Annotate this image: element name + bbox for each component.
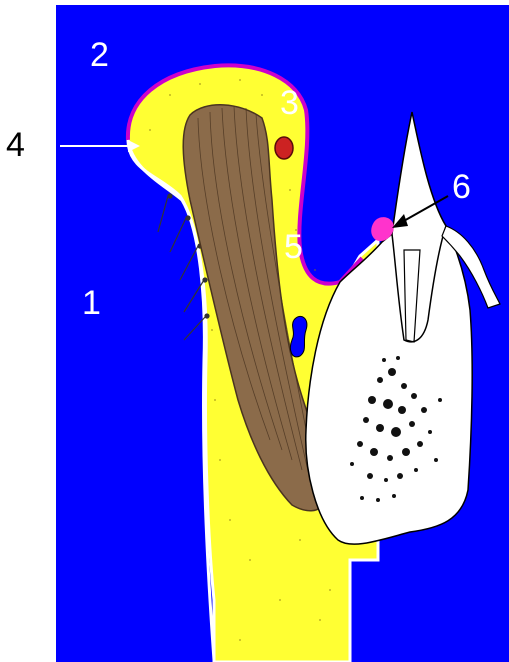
label-5: 5 — [284, 228, 303, 266]
label-6: 6 — [452, 168, 471, 206]
label-3: 3 — [280, 84, 299, 122]
label-2: 2 — [90, 36, 109, 74]
labial-artery — [275, 137, 293, 159]
label-1: 1 — [82, 284, 101, 322]
label-4: 4 — [6, 126, 25, 164]
